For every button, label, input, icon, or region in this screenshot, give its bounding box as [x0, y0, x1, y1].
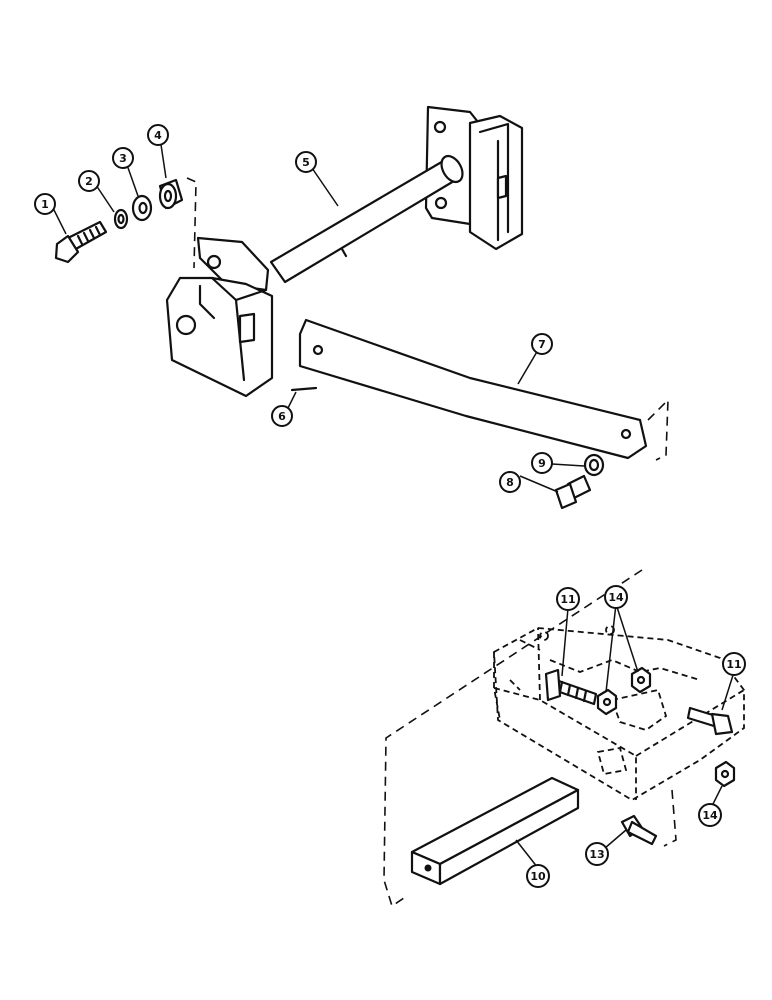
nut-part — [630, 666, 652, 694]
callout-label: 11 — [726, 658, 741, 671]
callout-7: 7 — [531, 333, 553, 355]
bar-part — [410, 776, 580, 886]
callout-label: 2 — [85, 175, 93, 188]
callout-11: 11 — [722, 652, 746, 676]
callout-label: 10 — [530, 870, 546, 883]
callout-label: 8 — [506, 476, 514, 489]
callout-14: 14 — [604, 585, 628, 609]
callout-label: 13 — [589, 848, 604, 861]
callout-label: 11 — [560, 593, 575, 606]
callout-label: 3 — [119, 152, 127, 165]
callout-9: 9 — [531, 452, 553, 474]
washer-part — [583, 453, 605, 477]
leader-lines — [51, 137, 735, 869]
assembly-path-line — [647, 397, 669, 461]
mounting-block-hidden — [493, 625, 745, 802]
flat-washer-part — [131, 194, 153, 222]
callout-5: 5 — [295, 151, 317, 173]
callout-label: 5 — [302, 156, 310, 169]
spacer-part — [158, 178, 184, 210]
callout-label: 6 — [278, 410, 286, 423]
callout-11: 11 — [556, 587, 580, 611]
callout-label: 14 — [702, 809, 718, 822]
callout-label: 9 — [538, 457, 546, 470]
callout-1: 1 — [34, 193, 56, 215]
bolt-part — [686, 706, 734, 736]
bolt-part — [620, 814, 658, 846]
strap-hole — [620, 428, 632, 440]
bolt-part — [54, 220, 108, 264]
callout-label: 4 — [154, 129, 162, 142]
nut-part — [714, 760, 736, 788]
pin-part — [290, 386, 318, 392]
strap-hole — [312, 344, 324, 356]
callout-3: 3 — [112, 147, 134, 169]
callout-label: 14 — [608, 591, 624, 604]
callout-label: 1 — [41, 198, 49, 211]
callout-13: 13 — [585, 842, 609, 866]
callout-2: 2 — [78, 170, 100, 192]
bolt-part — [544, 668, 598, 706]
strap-part — [298, 318, 648, 460]
callout-4: 4 — [147, 124, 169, 146]
callout-14: 14 — [698, 803, 722, 827]
nut-part — [596, 688, 618, 716]
assembly-path-line — [383, 569, 643, 908]
assembly-path-line — [186, 177, 197, 269]
bolt-part — [554, 474, 592, 510]
callout-6: 6 — [271, 405, 293, 427]
callout-8: 8 — [499, 471, 521, 493]
lock-washer-part — [113, 208, 129, 230]
support-axle-assembly — [165, 105, 524, 398]
callout-10: 10 — [526, 864, 550, 888]
assembly-path-line — [663, 789, 677, 847]
callout-label: 7 — [538, 338, 546, 351]
